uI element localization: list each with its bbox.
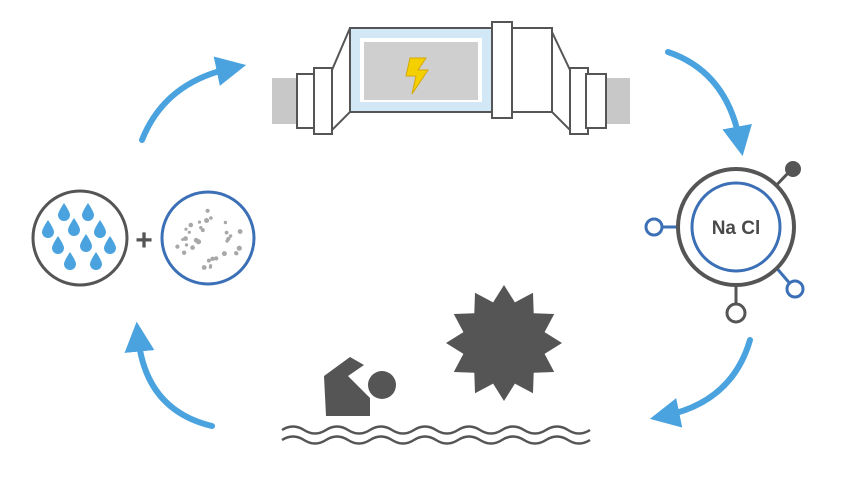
cycle-arrow-icon bbox=[139, 56, 247, 143]
salt-particle bbox=[236, 245, 242, 251]
salt-particle bbox=[193, 237, 199, 243]
salt-particle bbox=[228, 234, 233, 238]
salt-particle bbox=[204, 218, 210, 223]
salt-particle bbox=[181, 250, 187, 255]
salt-particle bbox=[199, 226, 203, 230]
water-drops-icon bbox=[31, 189, 129, 287]
salt-particle bbox=[201, 265, 207, 270]
salt-particle bbox=[175, 244, 180, 249]
salt-particle bbox=[209, 216, 213, 220]
swimmer-icon bbox=[324, 357, 396, 416]
salt-particle bbox=[187, 230, 191, 234]
salt-particle bbox=[188, 222, 194, 228]
molecule-label: Na Cl bbox=[712, 218, 761, 239]
salt-particles-icon bbox=[160, 190, 256, 286]
salt-particle bbox=[214, 256, 219, 261]
sodium-chloride-molecule-icon: Na Cl bbox=[644, 161, 805, 324]
salt-particle bbox=[224, 230, 229, 235]
salt-particle bbox=[190, 245, 195, 250]
water-waves-icon bbox=[281, 425, 591, 445]
plus-sign: + bbox=[135, 224, 153, 257]
cycle-arrow-icon bbox=[124, 321, 215, 429]
salt-particle bbox=[184, 227, 188, 231]
salt-particle bbox=[184, 243, 189, 247]
cycle-arrows bbox=[124, 49, 753, 429]
salt-particle bbox=[205, 208, 210, 213]
lightning-icon bbox=[405, 57, 429, 95]
salt-particle bbox=[237, 229, 243, 234]
salt-particle bbox=[200, 228, 205, 233]
salt-particle bbox=[235, 252, 239, 256]
salt-particle bbox=[197, 220, 202, 224]
sun-icon bbox=[446, 285, 562, 401]
salt-particle bbox=[206, 258, 211, 263]
salt-particle bbox=[210, 256, 215, 261]
salt-chlorine-cell-icon bbox=[272, 21, 630, 135]
salt-particle bbox=[183, 236, 188, 242]
salt-particle bbox=[221, 251, 227, 257]
salt-particle bbox=[226, 236, 231, 241]
salt-particle bbox=[208, 265, 212, 269]
cycle-arrow-icon bbox=[665, 49, 752, 157]
salt-particle bbox=[223, 220, 228, 225]
cycle-arrow-icon bbox=[649, 337, 753, 428]
